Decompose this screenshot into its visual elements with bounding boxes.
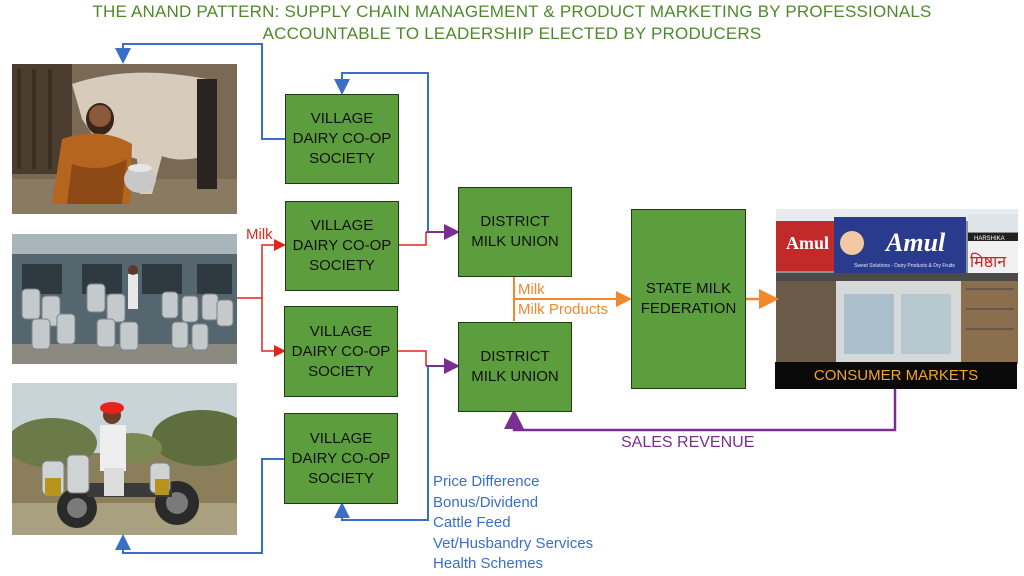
benefit-bonus-dividend: Bonus/Dividend (433, 494, 539, 511)
photo-man-motorcycle-milk-cans (12, 383, 237, 535)
amul-tagline: Sweet Solutions - Dairy Products & Dry F… (854, 263, 955, 269)
consumer-markets-banner: CONSUMER MARKETS (775, 362, 1017, 389)
state-milk-federation-box: STATE MILK FEDERATION (631, 209, 746, 389)
milk-products-label: Milk Products (518, 301, 609, 318)
hindi-sign: मिष्ठान (970, 252, 1007, 271)
harshika-sign: HARSHIKA (974, 236, 1005, 242)
village-dairy-coop-box-1: VILLAGE DAIRY CO-OP SOCIETY (285, 94, 399, 184)
village-dairy-coop-box-3: VILLAGE DAIRY CO-OP SOCIETY (284, 306, 398, 397)
benefit-vet-husbandry: Vet/Husbandry Services (433, 535, 594, 552)
photo-amul-store: Amul Amul Sweet Solutions - Dairy Produc… (776, 209, 1018, 364)
diagram-title-line-1: THE ANAND PATTERN: SUPPLY CHAIN MANAGEME… (92, 2, 932, 21)
village-dairy-coop-box-4: VILLAGE DAIRY CO-OP SOCIETY (284, 413, 398, 504)
village-dairy-coop-box-2: VILLAGE DAIRY CO-OP SOCIETY (285, 201, 399, 291)
benefit-price-difference: Price Difference (433, 473, 540, 490)
milk-arrows-to-villages (237, 239, 286, 357)
village-to-district-arrows (398, 224, 460, 374)
benefits-feedback-arrows (115, 43, 429, 554)
diagram-title-line-2: ACCOUNTABLE TO LEADERSHIP ELECTED BY PRO… (262, 24, 762, 43)
amul-brand-sign: Amul (884, 228, 946, 257)
district-milk-union-box-2: DISTRICT MILK UNION (458, 322, 572, 412)
photo-woman-milking-cow (12, 64, 237, 214)
benefit-health-schemes: Health Schemes (433, 555, 544, 572)
sales-revenue-arrow (504, 389, 897, 432)
district-milk-union-box-1: DISTRICT MILK UNION (458, 187, 572, 277)
milk-label-red: Milk (246, 226, 273, 243)
sales-revenue-label: SALES REVENUE (621, 434, 755, 451)
milk-label-orange: Milk (518, 281, 545, 298)
benefit-cattle-feed: Cattle Feed (433, 514, 511, 531)
photo-milk-cans-on-train (12, 234, 237, 364)
milk-products-arrow (513, 277, 779, 321)
amul-sign-left: Amul (786, 233, 829, 253)
